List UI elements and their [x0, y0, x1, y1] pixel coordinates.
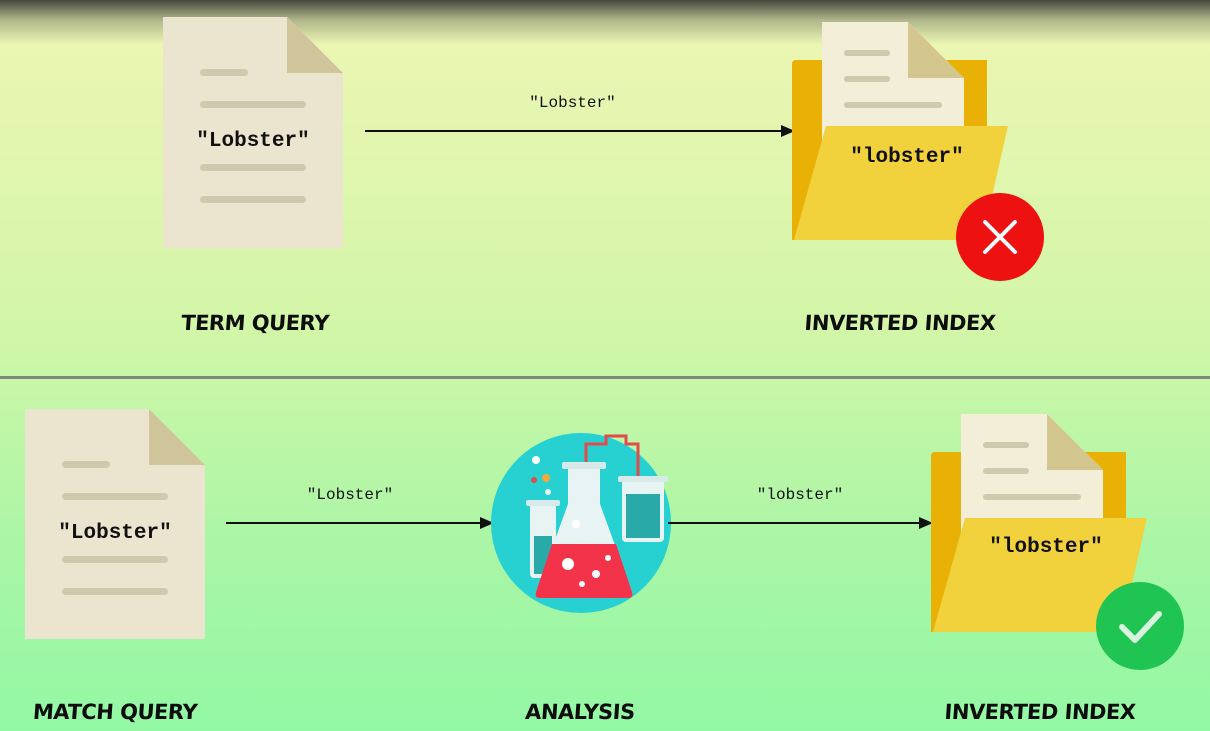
term-query-document-icon: [163, 17, 343, 248]
match-query-caption: MATCH QUERY: [32, 700, 198, 724]
check-mark-icon: [1096, 582, 1184, 670]
bottom-arrow-to-index: [668, 517, 933, 529]
bottom-inverted-index-caption: INVERTED INDEX: [943, 700, 1137, 724]
bottom-inverted-index-folder-icon: [931, 414, 1147, 632]
term-query-caption: TERM QUERY: [180, 311, 330, 335]
term-query-document-text: "Lobster": [196, 130, 310, 153]
top-arrow-label: "Lobster": [529, 94, 616, 112]
bottom-arrow1-label: "Lobster": [306, 486, 394, 504]
analysis-caption: ANALYSIS: [524, 700, 636, 724]
top-inverted-index-caption: INVERTED INDEX: [803, 311, 997, 335]
bottom-arrow-to-analysis: [226, 517, 494, 529]
top-arrow: [365, 125, 795, 137]
x-mark-icon: [956, 193, 1044, 281]
match-query-document-icon: [25, 409, 205, 639]
analysis-flask-icon: [491, 433, 671, 613]
bottom-folder-text: "lobster": [989, 536, 1103, 559]
top-inverted-index-folder-icon: [792, 22, 1008, 240]
section-divider: [0, 376, 1210, 379]
match-query-document-text: "Lobster": [58, 522, 172, 545]
bottom-arrow2-label: "lobster": [756, 486, 844, 504]
top-folder-text: "lobster": [850, 146, 964, 169]
